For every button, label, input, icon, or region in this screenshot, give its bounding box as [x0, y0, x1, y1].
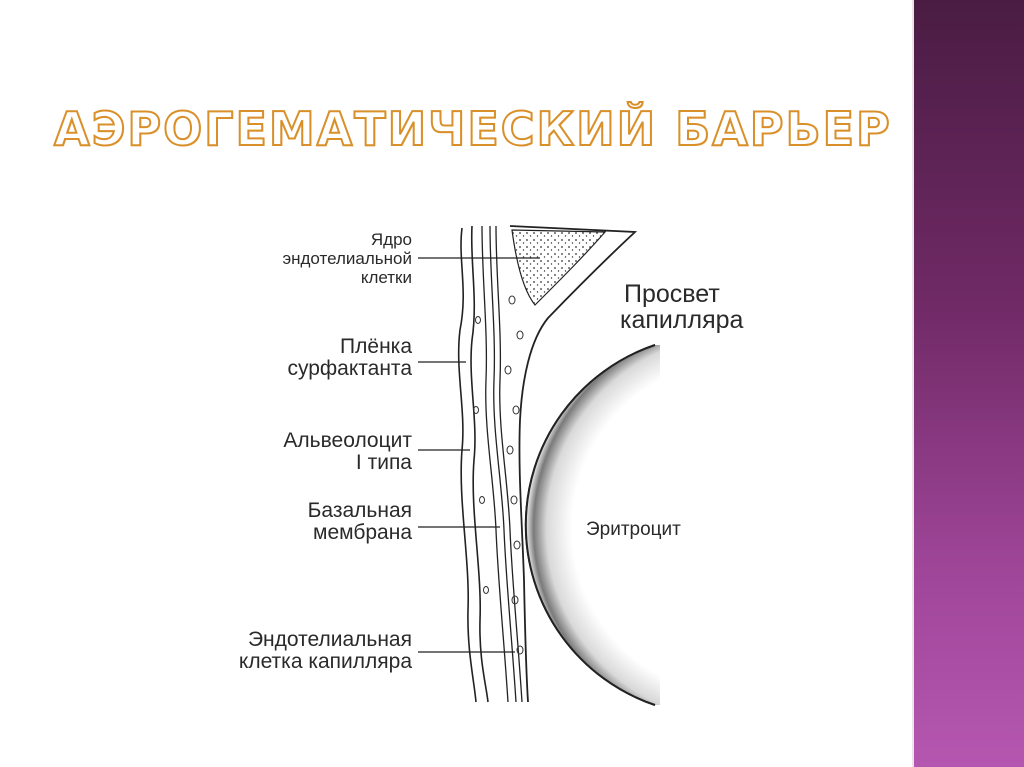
label-surfactant: Плёнка сурфактанта: [287, 336, 412, 380]
alveolocyte-layer: [482, 226, 522, 702]
label-endothelial-cell: Эндотелиальная клетка капилляра: [239, 629, 412, 673]
decorative-sidebar: [914, 0, 1024, 767]
pinocytic-vesicles: [474, 296, 524, 654]
label-erythrocyte: Эритроцит: [586, 520, 681, 539]
label-basement-membrane: Базальная мембрана: [308, 500, 412, 544]
label-capillary-lumen: Просвет капилляра: [620, 281, 743, 333]
surfactant-film: [459, 226, 488, 702]
endothelial-nucleus: [512, 230, 605, 305]
barrier-diagram: [0, 0, 912, 767]
label-endothelial-nucleus: Ядро эндотелиальной клетки: [282, 230, 412, 287]
label-alveolocyte: Альвеолоцит I типа: [283, 430, 412, 474]
